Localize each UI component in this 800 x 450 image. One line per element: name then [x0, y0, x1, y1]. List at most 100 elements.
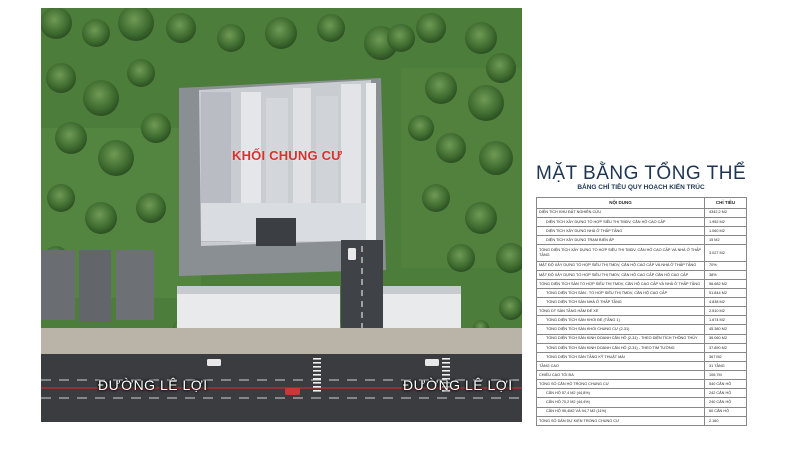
sidewalk — [41, 328, 522, 354]
tree — [265, 17, 297, 49]
tree — [422, 184, 450, 212]
row-label: DIỆN TÍCH XÂY DỰNG TỔ HỢP SIÊU THỊ TMDV,… — [536, 216, 705, 227]
row-label: TẦNG CAO — [536, 360, 705, 372]
tree — [479, 141, 513, 175]
panel-title: MẶT BẰNG TỔNG THỂ — [536, 163, 747, 184]
row-label: TỔNG DT SÀN TẦNG HẦM ĐỂ XE — [536, 306, 705, 317]
row-value: 15 M2 — [704, 234, 747, 246]
tree — [486, 53, 516, 83]
tree — [127, 59, 155, 87]
row-label: TỔNG DIỆN TÍCH SÀN KINH DOANH CĂN HỘ (2-… — [536, 342, 705, 353]
row-label: CĂN HỘ 70,2 M2 (44,4%) — [536, 397, 705, 408]
row-value: 70% — [704, 260, 747, 271]
tree — [217, 24, 245, 52]
tree — [425, 72, 457, 104]
table-row: MẬT ĐỘ XÂY DỰNG TỔ HỢP SIÊU THỊ TMDV, CĂ… — [536, 269, 747, 280]
table-row: TỔNG DIỆN TÍCH SÀN KHỐI CHUNG CƯ (2-31)4… — [536, 324, 747, 335]
column-header-value: CHỈ TIÊU — [704, 197, 747, 209]
table-row: TỔNG DIỆN TÍCH SÀN KHỐI ĐẾ (TẦNG 1)1.674… — [536, 315, 747, 326]
row-label: TỔNG DIỆN TÍCH SÀN NHÀ Ở THẤP TẦNG — [536, 297, 705, 308]
row-value: 1.060 M2 — [704, 225, 747, 236]
tree — [41, 8, 72, 39]
road-label-right: ĐƯỜNG LÊ LỢI — [403, 377, 513, 393]
row-label: DIỆN TÍCH XÂY DỰNG NHÀ Ở THẤP TẦNG — [536, 225, 705, 236]
column-header-content: NỘI DUNG — [536, 197, 705, 209]
planning-indicators-table: NỘI DUNG CHỈ TIÊU DIỆN TÍCH KHU ĐẤT NGHI… — [536, 197, 747, 427]
row-label: CĂN HỘ 57,4 M2 (44,8%) — [536, 388, 705, 399]
tree — [82, 19, 110, 47]
low-rise-houses — [177, 286, 461, 328]
row-label: DIỆN TÍCH XÂY DỰNG TRẠM BIẾN ÁP — [536, 234, 705, 246]
row-value: 1.952 M2 — [704, 216, 747, 227]
row-value: 31 TẦNG — [704, 360, 747, 372]
neighbour-roofs — [41, 250, 154, 322]
tree — [98, 140, 134, 176]
row-value: 2.160 — [704, 415, 747, 427]
tree — [387, 24, 415, 52]
row-label: DIỆN TÍCH KHU ĐẤT NGHIÊN CỨU — [536, 207, 705, 218]
row-value: 367 M2 — [704, 351, 747, 362]
tree — [136, 193, 166, 223]
row-value: 51.844 M2 — [704, 287, 747, 299]
tree — [416, 13, 446, 43]
tree — [465, 22, 497, 54]
row-label: MẬT ĐỘ XÂY DỰNG TỔ HỢP SIÊU THỊ TMDV, CĂ… — [536, 260, 705, 271]
tree — [141, 113, 171, 143]
row-value: 106,7M — [704, 370, 747, 381]
table-row: CĂN HỘ 70,2 M2 (44,4%)240 CĂN HỘ — [536, 397, 747, 408]
row-label: TỔNG DIỆN TÍCH SÀN TẦNG KỸ THUẬT MÁI — [536, 351, 705, 362]
row-value: 56.682 M2 — [704, 278, 747, 289]
table-row: CĂN HỘ 57,4 M2 (44,8%)242 CĂN HỘ — [536, 388, 747, 399]
cars — [207, 248, 439, 395]
table-row: TỔNG DIỆN TÍCH SÀN KINH DOANH CĂN HỘ (2-… — [536, 342, 747, 353]
table-row: TỔNG DIỆN TÍCH XÂY DỰNG TỔ HỢP SIÊU THỊ … — [536, 244, 747, 262]
tree — [55, 122, 87, 154]
row-value: 3.027 M2 — [704, 244, 747, 262]
row-label: TỔNG SỐ CĂN HỘ TRONG CHUNG CƯ — [536, 379, 705, 390]
tree — [317, 14, 345, 42]
row-value: 2.510 M2 — [704, 306, 747, 317]
tree — [46, 63, 76, 93]
row-label: TỔNG DIỆN TÍCH SÀN KHỐI ĐẾ (TẦNG 1) — [536, 315, 705, 326]
row-label: TỔNG DIỆN TÍCH SÀN KHỐI CHUNG CƯ (2-31) — [536, 324, 705, 335]
tree — [499, 296, 522, 320]
row-value: 60 CĂN HỘ — [704, 406, 747, 417]
row-value: 242 CĂN HỘ — [704, 388, 747, 399]
road-label-left: ĐƯỜNG LÊ LỢI — [98, 377, 208, 393]
tree — [468, 85, 504, 121]
row-label: TỔNG DIỆN TÍCH SÀN TỔ HỢP SIÊU THỊ TMDV,… — [536, 278, 705, 289]
table-row: MẬT ĐỘ XÂY DỰNG TỔ HỢP SIÊU THỊ TMDV, CĂ… — [536, 260, 747, 271]
panel-subtitle: BẢNG CHỈ TIÊU QUY HOẠCH KIẾN TRÚC — [577, 184, 705, 191]
tree — [85, 202, 117, 234]
row-value: 4342,2 M2 — [704, 207, 747, 218]
row-value: 36.060 M2 — [704, 333, 747, 344]
tree — [496, 243, 522, 273]
row-label: MẬT ĐỘ XÂY DỰNG TỔ HỢP SIÊU THỊ TMDV, CĂ… — [536, 269, 705, 280]
row-value: 4.838 M2 — [704, 297, 747, 308]
tree — [47, 184, 75, 212]
tree — [447, 244, 475, 272]
table-row: TỔNG DIỆN TÍCH SÀN KINH DOANH CĂN HỘ (2-… — [536, 333, 747, 344]
row-label: CĂN HỘ 95,4M2 VÀ 94,7 M2 (11%) — [536, 406, 705, 417]
tree — [436, 133, 466, 163]
tree — [408, 115, 434, 141]
site-plan-render: KHỐI CHUNG CƯ ĐƯỜNG LÊ LỢI ĐƯỜNG LÊ LỢI — [41, 8, 522, 422]
tree — [83, 80, 119, 116]
crosswalk — [313, 358, 450, 392]
tree — [465, 202, 497, 234]
table-row: DIỆN TÍCH XÂY DỰNG TỔ HỢP SIÊU THỊ TMDV,… — [536, 216, 747, 227]
row-value: 540 CĂN HỘ — [704, 379, 747, 390]
table-row: TỔNG DIỆN TÍCH SÀN . TỔ HỢP SIÊU THỊ TMD… — [536, 287, 747, 299]
row-value: 1.674 M2 — [704, 315, 747, 326]
tower-block — [199, 80, 376, 246]
table-row: TỔNG DIỆN TÍCH SÀN TỔ HỢP SIÊU THỊ TMDV,… — [536, 278, 747, 289]
